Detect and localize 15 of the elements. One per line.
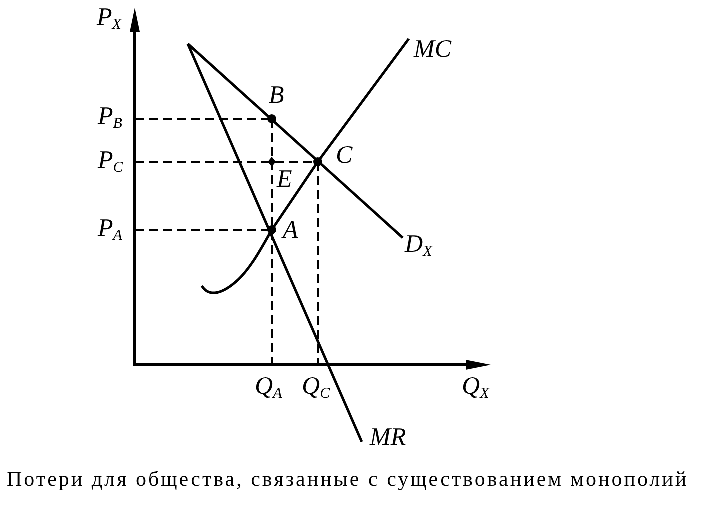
tick-label: P$_{A}$ (98, 216, 122, 241)
tick-label: Q$_{A}$ (255, 374, 282, 399)
axis-label: P$_{X}$ (97, 5, 122, 30)
curve-label: MR (370, 425, 406, 450)
curve-label: D$_{X}$ (405, 232, 432, 257)
tick-label: Q$_{C}$ (302, 374, 330, 399)
axis-label: Q$_{X}$ (462, 374, 490, 399)
curve-label: MC (414, 37, 452, 62)
point-label: E (277, 167, 292, 192)
caption: Потери для общества, связанные с существованием монополий (7, 468, 689, 492)
point-label: C (336, 143, 353, 168)
point-label: B (269, 83, 284, 108)
tick-label: P$_{B}$ (98, 104, 122, 129)
point-label: A (283, 218, 298, 243)
tick-label: P$_{C}$ (98, 148, 124, 173)
